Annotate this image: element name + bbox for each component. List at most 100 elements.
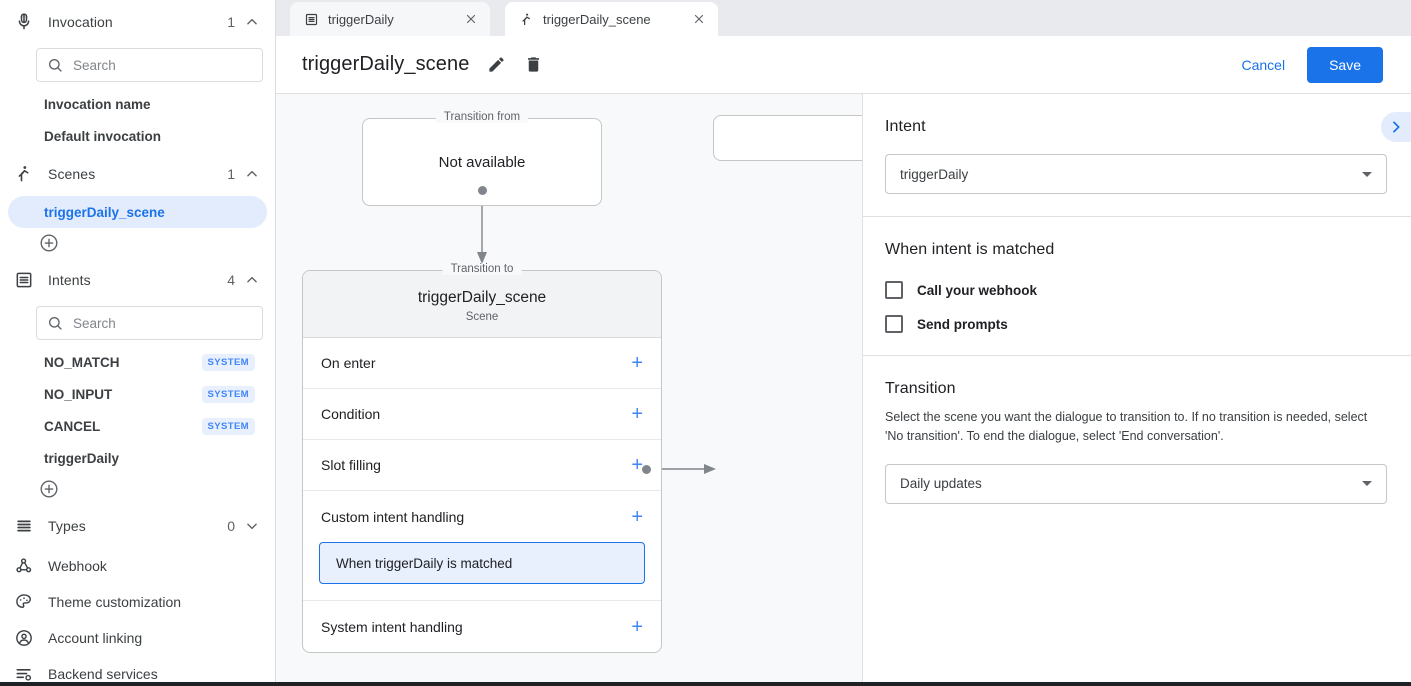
search-icon <box>47 315 63 331</box>
status-badge: SYSTEM <box>201 385 255 403</box>
add-scene-row <box>0 228 275 258</box>
chevron-up-icon[interactable] <box>245 15 259 29</box>
sidebar-item-label: Account linking <box>48 630 143 646</box>
node-transition-target[interactable]: Tr Dail <box>713 115 862 161</box>
add-intent-icon[interactable] <box>38 478 60 500</box>
add-intent-row <box>0 474 275 504</box>
sidebar-item-backend-services[interactable]: Backend services <box>0 656 275 682</box>
sidebar-item-label: Backend services <box>48 666 158 682</box>
sidebar-group-scenes[interactable]: Scenes 1 <box>0 152 275 196</box>
sidebar-group-label: Types <box>48 518 86 534</box>
sidebar-item-label: NO_INPUT <box>44 386 113 402</box>
main-area: triggerDaily triggerDaily_scene <box>276 0 1411 682</box>
intent-select[interactable]: triggerDaily <box>885 154 1387 194</box>
sidebar-item-cancel[interactable]: CANCEL SYSTEM <box>8 410 267 442</box>
sidebar-item-label: triggerDaily_scene <box>44 204 165 220</box>
scene-row-label: Custom intent handling <box>321 508 465 525</box>
sidebar-group-count: 1 <box>227 166 235 182</box>
invocation-search-input[interactable] <box>73 57 252 73</box>
scene-figure-icon <box>12 162 36 186</box>
caret-down-icon <box>1362 171 1372 177</box>
sidebar-group-label: Invocation <box>48 14 113 30</box>
plus-icon[interactable]: + <box>631 505 643 528</box>
cancel-button[interactable]: Cancel <box>1227 49 1299 81</box>
properties-panel: Intent triggerDaily When intent is match… <box>862 94 1411 682</box>
sidebar-item-webhook[interactable]: Webhook <box>0 548 275 584</box>
sidebar-item-invocation-name[interactable]: Invocation name <box>8 88 267 120</box>
panel-section-title: When intent is matched <box>885 241 1055 258</box>
panel-section-title: Transition <box>885 380 956 397</box>
scene-row-condition[interactable]: Condition + <box>303 389 661 440</box>
chevron-down-icon[interactable] <box>245 519 259 533</box>
plus-icon[interactable]: + <box>631 403 643 425</box>
sidebar-group-types[interactable]: Types 0 <box>0 504 275 548</box>
plus-icon[interactable]: + <box>631 454 643 476</box>
connector-dot-handler <box>642 465 651 474</box>
sidebar-item-theme-customization[interactable]: Theme customization <box>0 584 275 620</box>
plus-icon[interactable]: + <box>631 352 643 374</box>
chevron-up-icon[interactable] <box>245 167 259 181</box>
sidebar-item-account-linking[interactable]: Account linking <box>0 620 275 656</box>
checkbox-row-call-your-webhook[interactable]: Call your webhook <box>885 281 1387 299</box>
scene-row-label: System intent handling <box>321 618 463 635</box>
sidebar-group-label: Scenes <box>48 166 96 182</box>
panel-section-title: Intent <box>885 118 926 135</box>
sidebar-item-triggerdaily-scene[interactable]: triggerDaily_scene <box>8 196 267 228</box>
panel-section-when-intent-matched: When intent is matched Call your webhook… <box>863 217 1411 356</box>
checkbox-label: Send prompts <box>917 316 1008 332</box>
panel-section-transition: Transition Select the scene you want the… <box>863 356 1411 526</box>
scene-name: triggerDaily_scene <box>417 289 547 306</box>
scene-section-custom-intent-handling: Custom intent handling + When triggerDai… <box>303 491 661 601</box>
sidebar-item-no-input[interactable]: NO_INPUT SYSTEM <box>8 378 267 410</box>
invocation-search-box[interactable] <box>36 48 263 82</box>
add-scene-icon[interactable] <box>38 232 60 254</box>
search-icon <box>47 57 63 73</box>
panel-section-intent: Intent triggerDaily <box>863 94 1411 217</box>
tab-triggerdaily[interactable]: triggerDaily <box>290 2 490 36</box>
intent-doc-icon <box>304 12 319 27</box>
tab-bar: triggerDaily triggerDaily_scene <box>276 0 1411 36</box>
account-circle-icon <box>12 626 36 650</box>
status-badge: SYSTEM <box>201 353 255 371</box>
sidebar-item-triggerdaily[interactable]: triggerDaily <box>8 442 267 474</box>
bottom-bar <box>0 682 1411 686</box>
transition-select[interactable]: Daily updates <box>885 463 1387 504</box>
status-badge: SYSTEM <box>201 417 255 435</box>
node-scene-card[interactable]: Transition to triggerDaily_scene Scene O… <box>302 263 662 653</box>
checkbox-row-send-prompts[interactable]: Send prompts <box>885 315 1387 333</box>
connector-dot-out <box>478 186 487 195</box>
intents-search-input[interactable] <box>73 315 252 331</box>
scene-row-slot-filling[interactable]: Slot filling + <box>303 440 661 491</box>
scene-row-system-intent-handling[interactable]: System intent handling + <box>303 601 661 652</box>
save-button[interactable]: Save <box>1307 46 1383 83</box>
sidebar-item-label: Default invocation <box>44 128 162 144</box>
plus-icon[interactable]: + <box>631 615 643 638</box>
tab-label: triggerDaily_scene <box>543 11 651 27</box>
sidebar-item-label: Webhook <box>48 558 107 574</box>
checkbox-label: Call your webhook <box>917 282 1038 298</box>
sidebar-group-count: 4 <box>227 272 235 288</box>
checkbox-send-prompts[interactable] <box>885 315 903 333</box>
intent-handler-label: When triggerDaily is matched <box>336 555 513 571</box>
sidebar-item-no-match[interactable]: NO_MATCH SYSTEM <box>8 346 267 378</box>
scene-row-on-enter[interactable]: On enter + <box>303 338 661 389</box>
sidebar-group-intents[interactable]: Intents 4 <box>0 258 275 302</box>
node-legend: Transition to <box>442 263 522 275</box>
scene-graph-canvas[interactable]: Transition from Not available Transition… <box>276 94 862 682</box>
tab-triggerdaily-scene[interactable]: triggerDaily_scene <box>505 2 718 36</box>
pencil-icon[interactable] <box>487 55 506 74</box>
close-icon[interactable] <box>692 12 706 26</box>
sidebar-group-invocation[interactable]: Invocation 1 <box>0 0 275 44</box>
checkbox-call-your-webhook[interactable] <box>885 281 903 299</box>
sidebar-item-label: NO_MATCH <box>44 354 120 370</box>
chevron-right-icon[interactable] <box>1381 112 1411 142</box>
page-header: triggerDaily_scene Cancel Save <box>276 36 1411 94</box>
sidebar-item-default-invocation[interactable]: Default invocation <box>8 120 267 152</box>
scene-row-custom-intent-handling[interactable]: Custom intent handling + <box>303 491 661 542</box>
intent-handler-chip[interactable]: When triggerDaily is matched <box>319 542 645 584</box>
trash-icon[interactable] <box>524 55 543 74</box>
close-icon[interactable] <box>464 12 478 26</box>
chevron-up-icon[interactable] <box>245 273 259 287</box>
intents-search-box[interactable] <box>36 306 263 340</box>
